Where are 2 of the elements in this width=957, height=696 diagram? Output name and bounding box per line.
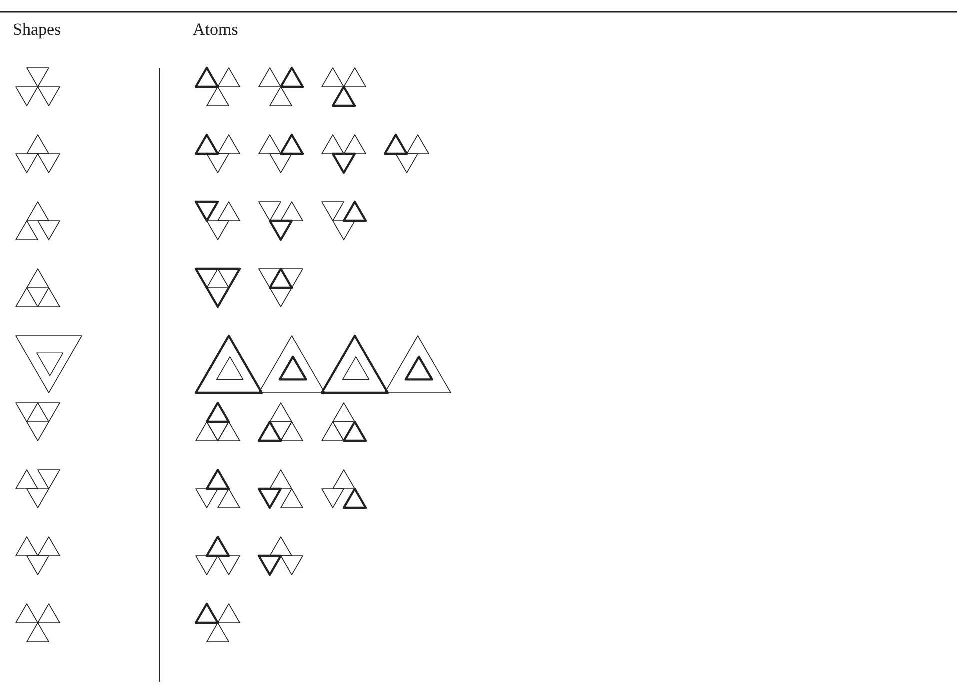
column-header: Shapes: [13, 20, 62, 40]
column-header: Atoms: [193, 20, 238, 40]
